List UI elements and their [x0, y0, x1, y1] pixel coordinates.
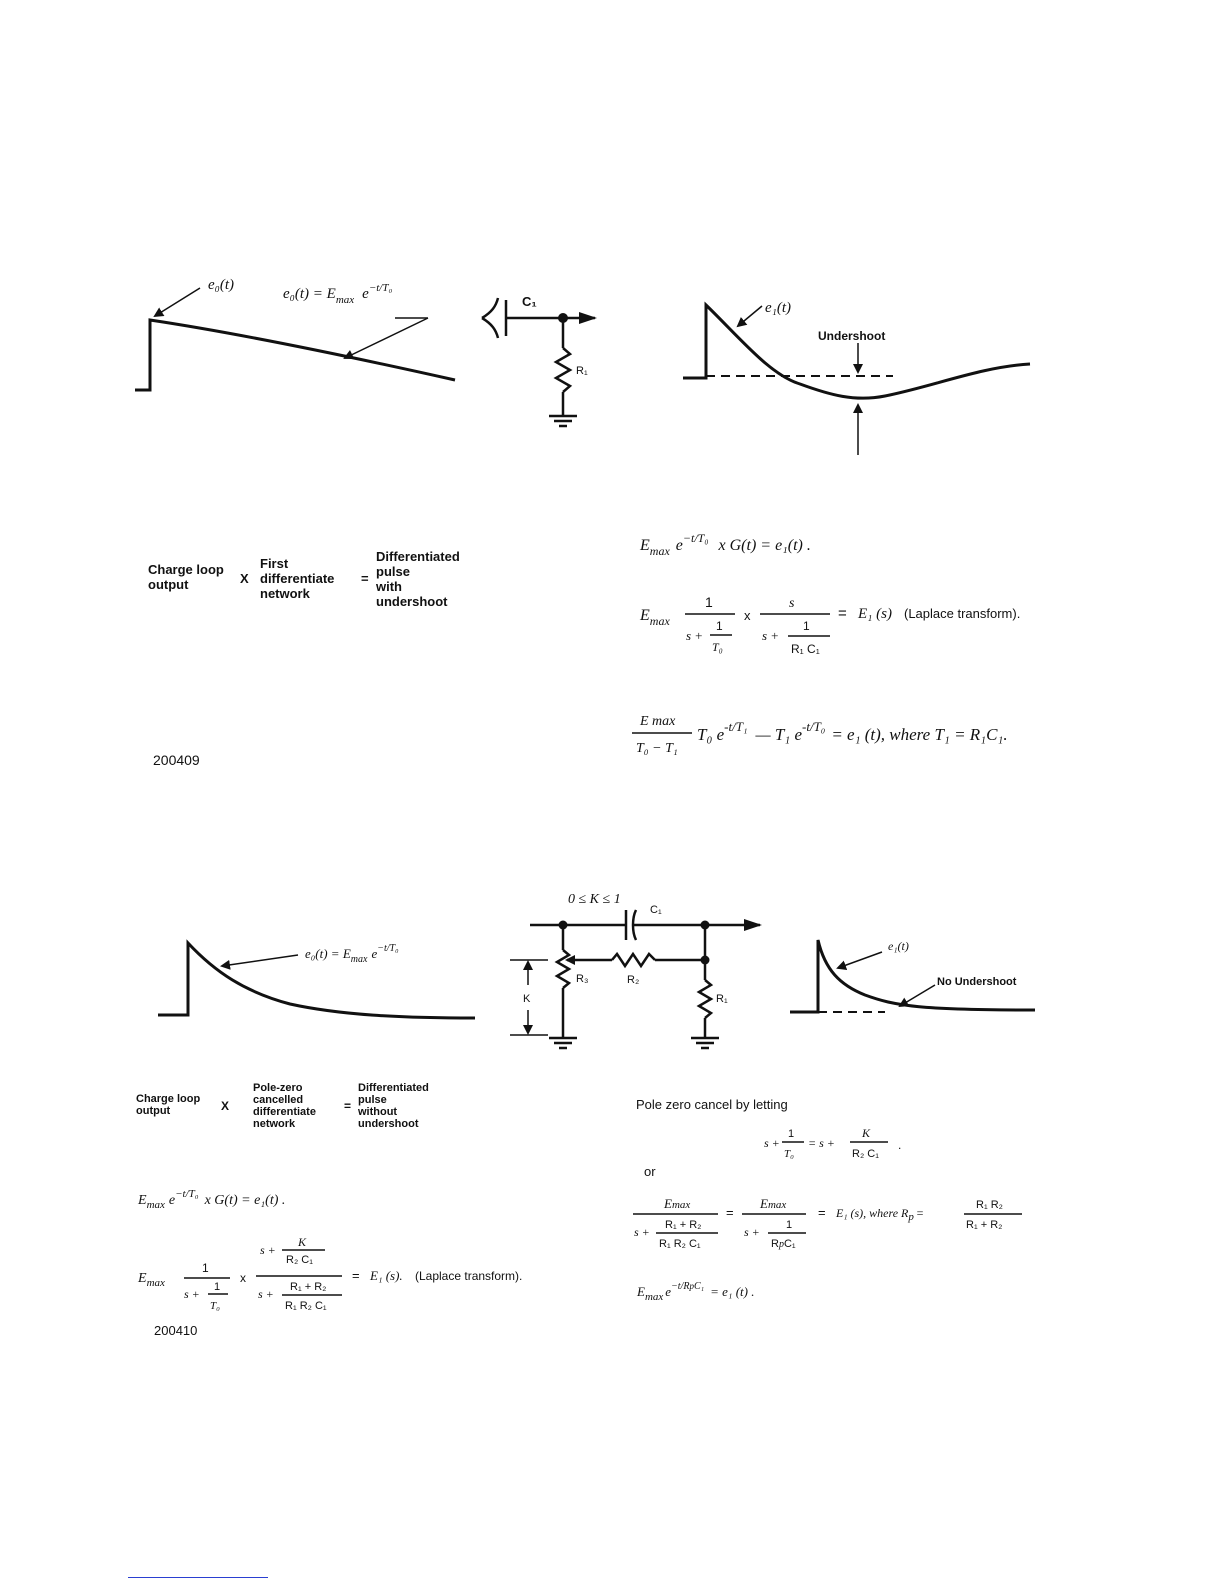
- fig1-math-l2-den2b: 1: [803, 619, 810, 633]
- fig2-k-label: K: [523, 993, 531, 1005]
- fig2-mr-p2fden: R₁ + R₂: [966, 1219, 1002, 1231]
- fig1-math-l2-E: Emax: [639, 607, 670, 628]
- fig1-e0-label: e₀(t): [208, 277, 234, 293]
- fig2-mr-p2den2c: RpC₁: [771, 1238, 796, 1250]
- fig1-math-l2-eq: =: [838, 605, 847, 622]
- fig2-mr-p2den1c: R₁ R₂ C₁: [659, 1238, 701, 1250]
- fig2-e1-label: e₁(t): [888, 939, 909, 953]
- fig1-e1-label: e₁(t): [765, 300, 791, 316]
- fig2-mr-p1d: K: [861, 1126, 871, 1140]
- fig2-ml-den2b: R₁ + R₂: [290, 1281, 326, 1293]
- fig2-mr-p2fnum: R₁ R₂: [976, 1199, 1003, 1211]
- fig2-word-a: Charge loop output: [136, 1093, 203, 1117]
- fig2-math-right: Pole zero cancel by letting s + 1 T₀ = s…: [633, 1097, 1022, 1303]
- fig1-math-l2-den1b: 1: [716, 619, 723, 633]
- fig1-cap-label: C₁: [522, 294, 537, 309]
- fig1-math-l3-num: E max: [639, 714, 676, 729]
- fig2-mr-p2num2: Emax: [759, 1196, 786, 1211]
- fig2-ml-den1b: 1: [214, 1281, 220, 1293]
- fig2-mr-p1a: s +: [764, 1136, 780, 1150]
- fig1-math-l3-den: T₀ − T₁: [636, 741, 678, 756]
- fig1-output-waveform: e₁(t) Undershoot: [683, 300, 1031, 455]
- fig2-ml-den2a: s +: [258, 1287, 274, 1301]
- fig2-ml-x: x: [240, 1271, 246, 1285]
- fig2-word-c: Differentiated pulse without undershoot: [357, 1082, 432, 1130]
- fig2-r3-label: R₃: [576, 973, 588, 985]
- fig2-mr-p2den2b: 1: [786, 1219, 792, 1231]
- fig2-id: 200410: [154, 1323, 197, 1338]
- fig2-mr-p2den1a: s +: [634, 1225, 650, 1239]
- fig2-ml-den2c: R₁ R₂ C₁: [285, 1300, 327, 1312]
- fig1-id: 200409: [153, 752, 200, 768]
- fig2-ml-num2b: K: [297, 1235, 307, 1249]
- fig1-word-eq: =: [361, 571, 369, 586]
- fig1-math-l3-body: T₀ e-t/T₁— T₁ e-t/T₀= e₁ (t), where T₁ =…: [697, 719, 1008, 744]
- fig2-word-equation: Charge loop output X Pole-zero cancelled…: [136, 1082, 432, 1130]
- fig2-ml-num2a: s +: [260, 1243, 276, 1257]
- fig2-mr-p2rhs: E₁ (s), where Rp=: [835, 1206, 924, 1223]
- fig2-k-range: 0 ≤ K ≤ 1: [568, 892, 621, 907]
- fig2-mr-p2num1: Emax: [663, 1196, 690, 1211]
- fig2-mr-p2eq2: =: [818, 1205, 826, 1220]
- footer-link-underline[interactable]: [128, 1577, 268, 1578]
- fig2-mr-p1c: T₀: [784, 1148, 794, 1160]
- fig1-word-a: Charge loop output: [148, 562, 227, 592]
- fig2-mr-or: or: [644, 1164, 656, 1179]
- fig1-word-c: Differentiated pulse with undershoot: [375, 549, 463, 609]
- fig2-ml-den1a: s +: [184, 1287, 200, 1301]
- fig1-math-l2-num2: s: [789, 596, 795, 611]
- fig2-mr-p2den2a: s +: [744, 1225, 760, 1239]
- fig2-r1-label: R₁: [716, 993, 728, 1005]
- fig2-mr-p1end: .: [898, 1138, 901, 1152]
- fig2-word-eq: =: [344, 1099, 351, 1113]
- fig1-math-l2-x: x: [744, 608, 751, 623]
- fig2-mr-intro: Pole zero cancel by letting: [636, 1097, 788, 1112]
- fig2-word-b: Pole-zero cancelled differentiate networ…: [253, 1082, 319, 1130]
- fig2-output-waveform: e₁(t) No Undershoot: [790, 939, 1036, 1014]
- fig1-math-l2-den1c: T₀: [712, 640, 723, 654]
- fig2-ml-l2-E: Emax: [137, 1271, 165, 1289]
- fig2-cap-label: C₁: [650, 904, 662, 916]
- fig1-math-l2-num1: 1: [705, 594, 713, 610]
- fig1-res-label: R₁: [576, 365, 588, 377]
- fig1-word-x: X: [240, 571, 249, 586]
- fig2-ml-note: (Laplace transform).: [415, 1269, 522, 1283]
- fig2-no-undershoot-label: No Undershoot: [937, 976, 1017, 988]
- fig2-ml-num2c: R₂ C₁: [286, 1254, 313, 1266]
- fig1-word-equation: Charge loop output X First differentiate…: [148, 549, 463, 609]
- fig1-undershoot-label: Undershoot: [818, 329, 885, 343]
- fig2-ml-eq: =: [352, 1268, 360, 1283]
- fig2-mr-p2den1b: R₁ + R₂: [665, 1219, 701, 1231]
- fig1-word-b: First differentiate network: [260, 556, 338, 601]
- fig2-ml-rhs: E₁ (s).: [369, 1268, 403, 1283]
- fig2-mr-p1eq: = s +: [808, 1136, 835, 1150]
- fig2-ml-den1c: T₀: [210, 1300, 220, 1312]
- fig1-math-l2-den2a: s +: [762, 628, 779, 643]
- fig1-math-l2-den1a: s +: [686, 628, 703, 643]
- fig2-r2-label: R₂: [627, 974, 639, 986]
- fig2-word-x: X: [221, 1099, 229, 1113]
- fig2-ml-num1: 1: [202, 1261, 209, 1275]
- fig2-mr-p2eq1: =: [726, 1205, 734, 1220]
- fig1-circuit: C₁ R₁: [481, 294, 597, 428]
- fig2-mr-p1e: R₂ C₁: [852, 1148, 879, 1160]
- fig1-math-l2-note: (Laplace transform).: [904, 606, 1020, 621]
- fig2-circuit: K 0 ≤ K ≤ 1 C₁ R₃ R₂ R₁: [510, 892, 762, 1050]
- fig2-mr-p1b: 1: [788, 1128, 794, 1140]
- fig1-math-l2-den2c: R₁ C₁: [791, 642, 820, 656]
- fig1-math-l2-rhs: E₁ (s): [857, 606, 892, 622]
